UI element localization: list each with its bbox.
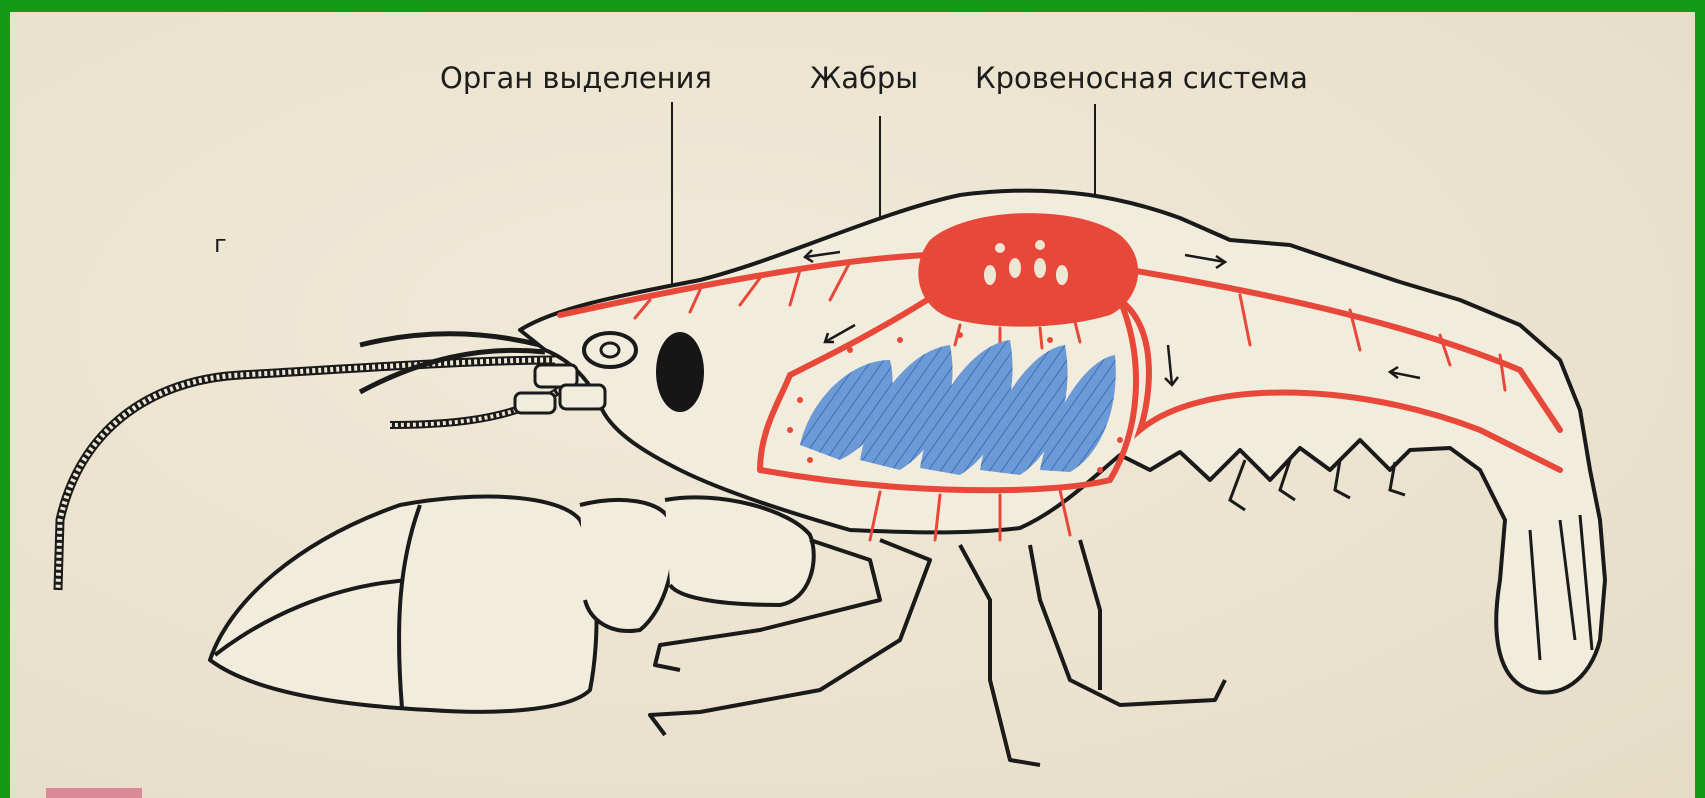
label-excretory-organ: Орган выделения — [440, 61, 712, 95]
excretory-organ — [656, 332, 704, 412]
label-gills: Жабры — [810, 61, 918, 95]
label-circulatory-system: Кровеносная система — [975, 61, 1308, 95]
label-corner-mark: г — [214, 230, 227, 258]
eye — [584, 333, 636, 367]
claw — [210, 497, 814, 712]
